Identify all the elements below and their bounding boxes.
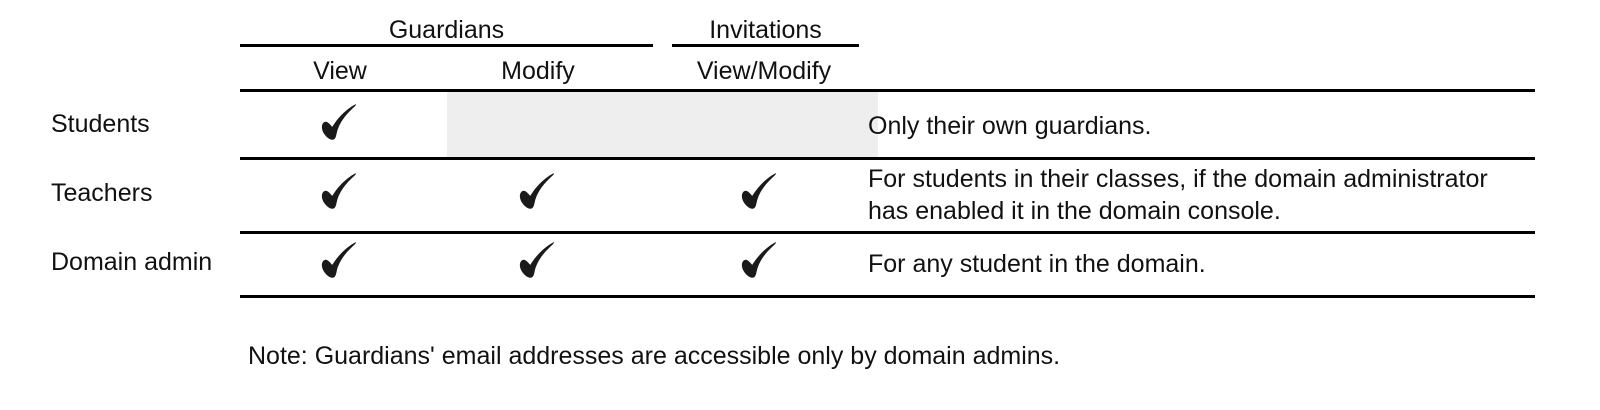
row-label-teachers: Teachers — [51, 179, 153, 207]
row-description-students: Only their own guardians. — [868, 112, 1152, 140]
table-note: Note: Guardians' email addresses are acc… — [248, 342, 1061, 370]
group-rule-invitations — [672, 44, 859, 47]
table-bottom-rule — [240, 295, 1535, 298]
column-group-header-guardians: Guardians — [388, 16, 505, 44]
column-group-header-invitations: Invitations — [709, 16, 822, 44]
row-description-teachers: For students in their classes, if the do… — [868, 163, 1528, 227]
check-mark-icon-students-guardians-view — [314, 104, 366, 144]
check-mark-icon-domain-admin-guardians-modify — [512, 242, 564, 282]
row-label-students: Students — [51, 110, 150, 138]
row-description-domain-admin: For any student in the domain. — [868, 250, 1206, 278]
row-label-domain-admin: Domain admin — [51, 248, 213, 276]
column-header-guardians-view: View — [313, 57, 367, 85]
row-rule-after-teachers — [240, 231, 1535, 234]
column-header-guardians-modify: Modify — [501, 57, 575, 85]
row-description-teachers-line-1: For students in their classes, if the do… — [868, 165, 1488, 193]
check-mark-icon-teachers-guardians-view — [314, 173, 366, 213]
check-mark-icon-domain-admin-invitations-view-modify — [734, 242, 786, 282]
cell-students-not-applicable — [447, 92, 878, 157]
table-top-rule — [240, 89, 1535, 92]
row-description-teachers-line-2: has enabled it in the domain console. — [868, 197, 1281, 225]
check-mark-icon-domain-admin-guardians-view — [314, 242, 366, 282]
check-mark-icon-teachers-invitations-view-modify — [734, 173, 786, 213]
column-header-invitations-view-modify: View/Modify — [696, 57, 832, 85]
check-mark-icon-teachers-guardians-modify — [512, 173, 564, 213]
group-rule-guardians — [240, 44, 653, 47]
row-rule-after-students — [240, 157, 1535, 160]
